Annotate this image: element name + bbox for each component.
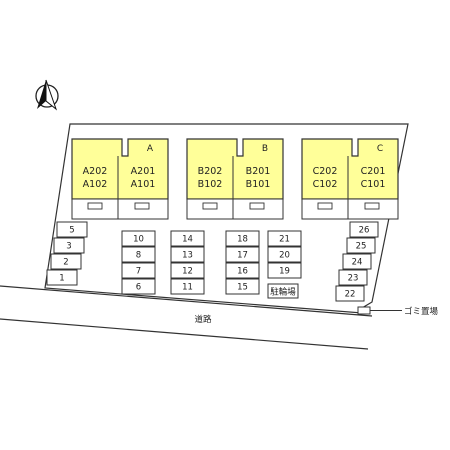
- parking-slot: 10: [121, 230, 156, 247]
- unit-label: A101: [131, 179, 156, 190]
- bicycle-parking: 駐輪場: [267, 283, 299, 299]
- slot-number: 6: [136, 283, 141, 293]
- slot-number: 8: [136, 251, 141, 261]
- parking-slot: 11: [170, 278, 205, 295]
- slot-number: 10: [133, 235, 144, 245]
- parking-slot: 13: [170, 246, 205, 263]
- parking-slot: 7: [121, 262, 156, 279]
- parking-slot: 6: [121, 278, 156, 295]
- slot-number: 23: [348, 274, 359, 284]
- slot-number: 5: [69, 226, 74, 236]
- slot-number: 3: [66, 242, 71, 252]
- bicycle-parking-label: 駐輪場: [270, 287, 296, 298]
- parking-slot: 1: [46, 269, 78, 286]
- slot-number: 7: [136, 267, 141, 277]
- unit-label: B101: [246, 179, 271, 190]
- road-edge-lower: [0, 318, 369, 350]
- slot-number: 26: [359, 226, 370, 236]
- slot-number: 2: [63, 258, 68, 268]
- building-letter: B: [262, 144, 268, 154]
- parking-center: 10 8 7 6 14 13 12 11 18 17 16 15 21 20 19: [121, 230, 302, 295]
- unit-label: A202: [83, 166, 108, 177]
- parking-slot: 19: [267, 262, 302, 279]
- road-label: 道路: [194, 314, 212, 325]
- buildings: AA202A102A201A101BB202B102B201B101CC202C…: [71, 138, 399, 220]
- road-edge-upper: [0, 285, 373, 317]
- slot-number: 17: [237, 251, 248, 261]
- unit-label: B102: [198, 179, 223, 190]
- parking-slot: 21: [267, 230, 302, 247]
- parking-east: 26 25 24 23 22: [335, 221, 379, 302]
- slot-number: 12: [182, 267, 193, 277]
- parking-slot: 14: [170, 230, 205, 247]
- parking-slot: 12: [170, 262, 205, 279]
- slot-number: 22: [345, 290, 356, 300]
- garbage-box: [357, 306, 371, 315]
- building-letter: C: [377, 144, 383, 154]
- slot-number: 13: [182, 251, 193, 261]
- slot-number: 18: [237, 235, 248, 245]
- slot-number: 11: [182, 283, 193, 293]
- parking-slot: 26: [349, 221, 379, 238]
- garbage-area: ゴミ置場: [357, 306, 439, 317]
- slot-number: 14: [182, 235, 193, 245]
- unit-label: C102: [313, 179, 338, 190]
- slot-number: 25: [356, 242, 367, 252]
- parking-slot: 24: [342, 253, 372, 270]
- parking-slot: 22: [335, 285, 365, 302]
- north-arrow-icon: [35, 79, 59, 111]
- parking-west: 5 3 2 1: [46, 221, 88, 286]
- unit-label: A201: [131, 166, 156, 177]
- parking-slot: 15: [225, 278, 260, 295]
- unit-label: C101: [361, 179, 386, 190]
- unit-label: C202: [313, 166, 338, 177]
- unit-label: B202: [198, 166, 223, 177]
- unit-label: A102: [83, 179, 108, 190]
- garbage-label: ゴミ置場: [404, 306, 439, 317]
- slot-number: 20: [279, 251, 290, 261]
- unit-label: B201: [246, 166, 271, 177]
- parking-slot: 16: [225, 262, 260, 279]
- parking-slot: 5: [56, 221, 88, 238]
- slot-number: 16: [237, 267, 248, 277]
- parking-slot: 18: [225, 230, 260, 247]
- parking-slot: 17: [225, 246, 260, 263]
- building-letter: A: [147, 144, 154, 154]
- parking-slot: 2: [50, 253, 82, 270]
- parking-slot: 20: [267, 246, 302, 263]
- slot-number: 15: [237, 283, 248, 293]
- parking-slot: 8: [121, 246, 156, 263]
- slot-number: 21: [279, 235, 290, 245]
- unit-label: C201: [361, 166, 386, 177]
- parking-slot: 3: [53, 237, 85, 254]
- slot-number: 19: [279, 267, 290, 277]
- slot-number: 1: [59, 274, 64, 284]
- slot-number: 24: [352, 258, 363, 268]
- parking-slot: 23: [338, 269, 368, 286]
- parking-slot: 25: [346, 237, 376, 254]
